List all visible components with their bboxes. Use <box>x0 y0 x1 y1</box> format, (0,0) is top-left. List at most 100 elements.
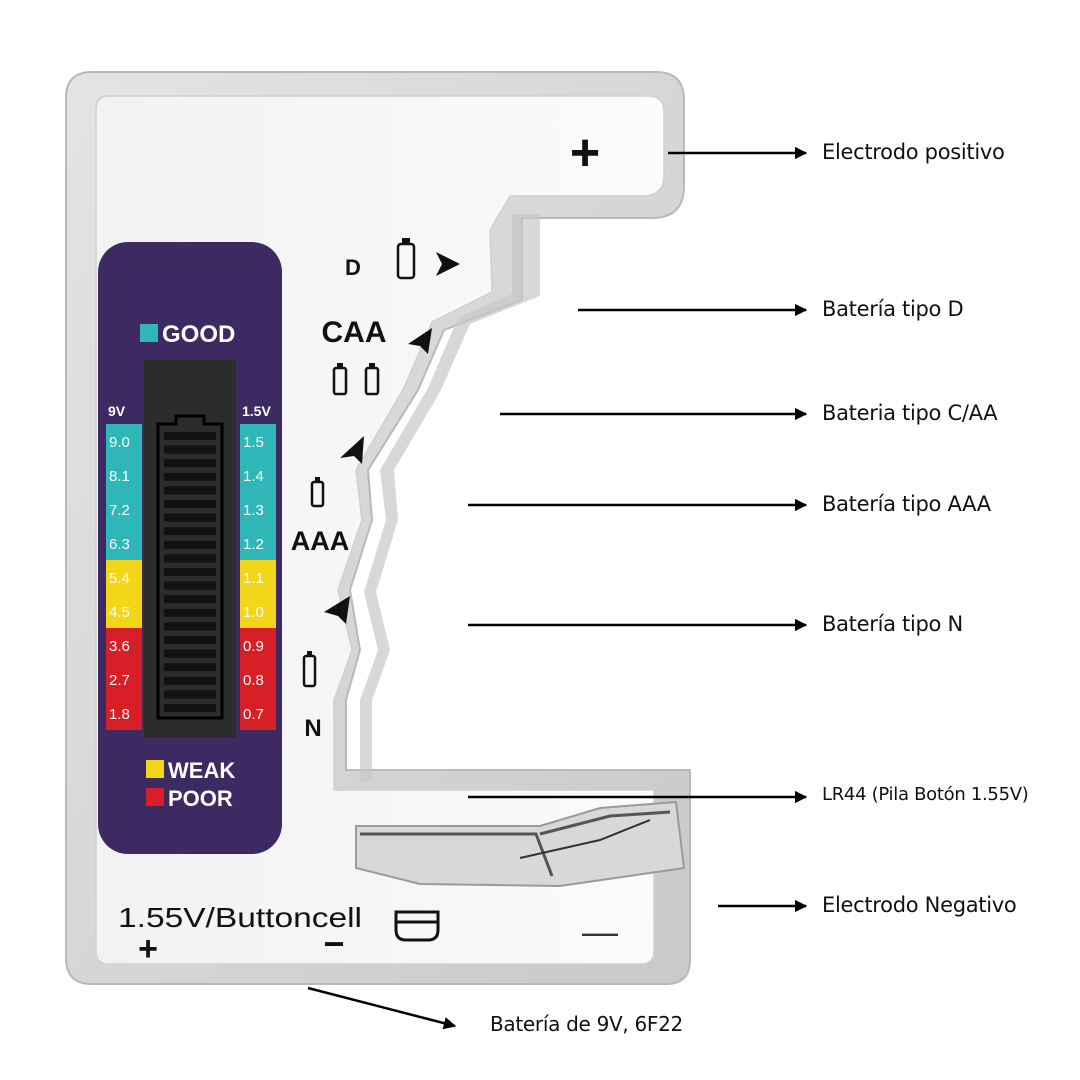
button-cell-spring <box>360 810 671 877</box>
positive-symbol: + <box>570 124 600 182</box>
scale-9v-cell <box>106 458 142 492</box>
meter-segment <box>164 540 216 549</box>
scale-9v-value: 7.2 <box>109 502 130 519</box>
scale-9v-value: 4.5 <box>109 604 130 621</box>
arrow-d-icon <box>436 252 460 276</box>
meter-segments <box>164 432 216 712</box>
scale-9v-cell <box>106 424 142 458</box>
weak-label: WEAK <box>168 758 235 783</box>
scale-9v-cell <box>106 560 142 594</box>
poor-label: POOR <box>168 786 233 811</box>
good-label: GOOD <box>162 321 235 348</box>
scale-9v: 9.0 8.1 7.2 6.3 5.4 4.5 3.6 2.7 1.8 <box>106 424 142 730</box>
meter-segment <box>164 608 216 617</box>
weak-swatch <box>146 760 164 778</box>
scale-1-5v-cell <box>240 628 276 662</box>
battery-icon-aaa <box>310 480 325 508</box>
meter-segment <box>164 568 216 576</box>
battery-icon-n <box>302 654 317 688</box>
scale-header-1-5v: 1.5V <box>242 403 271 419</box>
battery-icon-aa <box>364 366 380 396</box>
battery-icon-n-tip <box>307 651 312 655</box>
spring-highlight <box>519 819 651 859</box>
scale-9v-value: 6.3 <box>109 536 130 553</box>
negative-symbol: — <box>582 911 618 952</box>
scale-1-5v-value: 1.1 <box>243 570 264 587</box>
callout-aaa: Batería tipo AAA <box>822 492 991 516</box>
meter-segment <box>164 472 216 481</box>
meter-segment <box>164 486 216 495</box>
scale-9v-value: 1.8 <box>109 706 130 723</box>
label-n: N <box>304 715 321 742</box>
scale-1-5v-value: 1.2 <box>243 536 264 553</box>
label-caa: CAA <box>322 316 387 349</box>
scale-9v-cell <box>106 662 142 696</box>
scale-1-5v-value: 0.7 <box>243 706 264 723</box>
button-cell-plus: + <box>138 930 158 968</box>
scale-9v-value: 2.7 <box>109 672 130 689</box>
callout-n: Batería tipo N <box>822 612 963 636</box>
battery-icon-d-tip <box>402 238 410 243</box>
battery-icon-aaa-tip <box>315 477 320 481</box>
callout-9v: Batería de 9V, 6F22 <box>490 1012 683 1036</box>
scale-1-5v-cell <box>240 560 276 594</box>
callout-caa: Bateria tipo C/AA <box>822 401 998 425</box>
scale-9v-value: 5.4 <box>109 570 130 587</box>
scale-1-5v-cell <box>240 526 276 560</box>
scale-1-5v-cell <box>240 662 276 696</box>
button-cell-icon <box>394 910 440 942</box>
meter-battery-outline <box>156 414 224 720</box>
scale-9v-value: 9.0 <box>109 434 130 451</box>
scale-1-5v-cell <box>240 696 276 730</box>
meter-segment <box>164 622 216 631</box>
meter-segment <box>164 527 216 536</box>
scale-9v-cell <box>106 492 142 526</box>
meter-segment <box>164 432 216 440</box>
scale-1-5v-cell <box>240 594 276 628</box>
meter-segment <box>164 663 216 672</box>
callout-negative: Electrodo Negativo <box>822 893 1017 917</box>
scale-1-5v-value: 0.9 <box>243 638 264 655</box>
scale-1-5v-value: 1.5 <box>243 434 264 451</box>
meter-segment <box>164 554 216 563</box>
scale-header-9v: 9V <box>108 403 126 419</box>
meter-segment <box>164 513 216 522</box>
good-swatch <box>140 324 158 342</box>
meter-segment <box>164 500 216 508</box>
meter-segment <box>164 445 216 454</box>
label-aaa: AAA <box>291 526 350 556</box>
meter-segment <box>164 595 216 604</box>
callout-d: Batería tipo D <box>822 297 964 321</box>
button-cell-minus: − <box>323 923 344 964</box>
callout-lr44: LR44 (Pila Botón 1.55V) <box>822 784 1029 805</box>
button-cell-label: 1.55V/Buttoncell <box>118 902 362 933</box>
label-d: D <box>345 255 361 280</box>
meter-segment <box>164 636 216 644</box>
scale-9v-cell <box>106 526 142 560</box>
battery-icon-c-tip <box>337 363 343 367</box>
scale-9v-cell <box>106 696 142 730</box>
scale-1-5v-cell <box>240 458 276 492</box>
callout-positive: Electrodo positivo <box>822 140 1005 164</box>
meter-segment <box>164 690 216 699</box>
scale-9v-value: 8.1 <box>109 468 130 485</box>
poor-swatch <box>146 788 164 806</box>
battery-icon-d <box>396 242 416 280</box>
meter-segment <box>164 649 216 658</box>
meter-segment <box>164 581 216 590</box>
scale-1-5v-value: 1.3 <box>243 502 264 519</box>
scale-1-5v-value: 1.4 <box>243 468 264 485</box>
arrow-caa-icon <box>408 328 432 354</box>
scale-1-5v-value: 1.0 <box>243 604 264 621</box>
arrow-n-icon <box>324 596 350 624</box>
battery-icon-c <box>332 366 348 396</box>
meter-segment <box>164 676 216 685</box>
scale-1-5v-cell <box>240 492 276 526</box>
scale-9v-value: 3.6 <box>109 638 130 655</box>
callout-arrow-9v <box>307 986 457 1030</box>
scale-1-5v-value: 0.8 <box>243 672 264 689</box>
battery-icon-aa-tip <box>369 363 375 367</box>
scale-1-5v-cell <box>240 424 276 458</box>
scale-9v-cell <box>106 628 142 662</box>
